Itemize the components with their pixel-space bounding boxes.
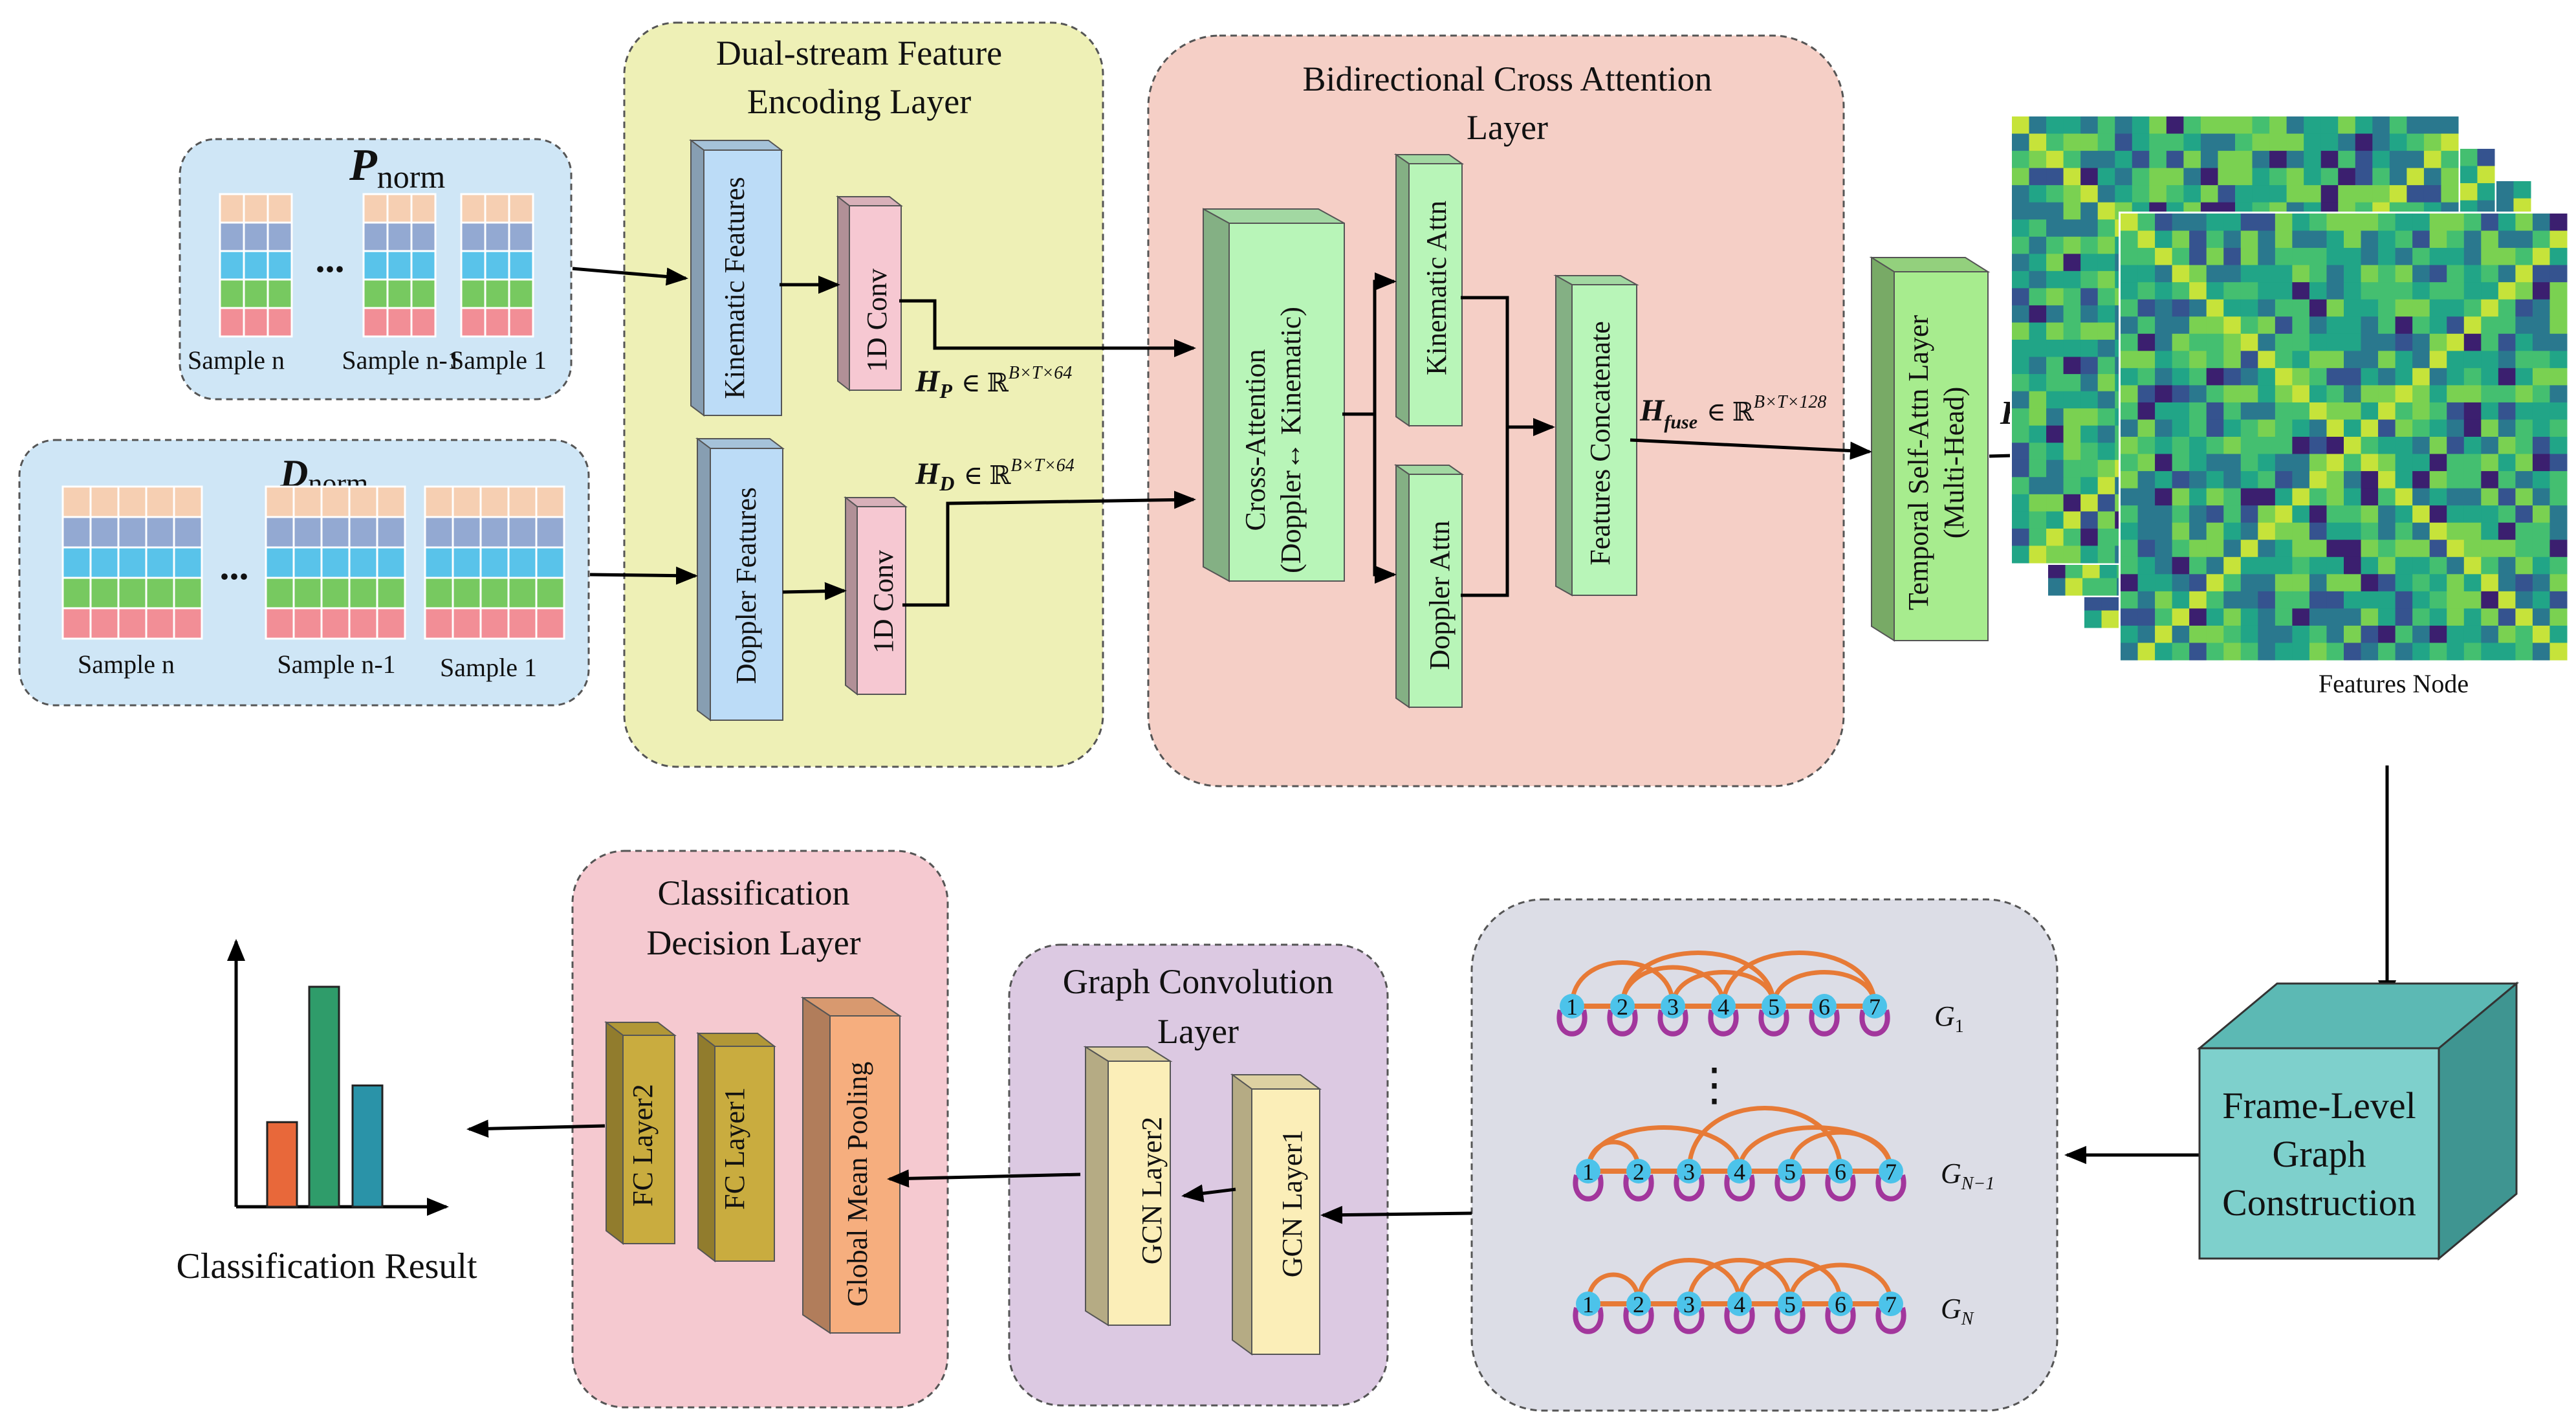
- kinematic-features-block: [689, 139, 783, 417]
- graph-construction-cube: [2196, 981, 2520, 1261]
- g1-label: G1: [1934, 1000, 1964, 1037]
- p-sample-1-grid: [460, 193, 534, 338]
- d-norm-sample-grids: [61, 485, 565, 640]
- gcn-layer-title-1: Graph Convolution: [1063, 962, 1333, 1001]
- result-bar: [308, 985, 340, 1208]
- result-bar: [351, 1084, 384, 1208]
- graph-construction-line3: Construction: [2222, 1182, 2416, 1224]
- encoding-layer-title-1: Dual-stream Feature: [716, 34, 1002, 72]
- result-bar: [266, 1121, 298, 1208]
- kinematic-attn-block: [1393, 153, 1465, 427]
- p-sample-n-grid: [219, 193, 293, 338]
- graph-node-label: 4: [1734, 1292, 1745, 1317]
- graph-node-label: 5: [1784, 1292, 1796, 1317]
- graph-node-label: 6: [1835, 1159, 1846, 1185]
- gcn-layer2-block: [1083, 1046, 1173, 1326]
- graph-node-label: 7: [1885, 1159, 1897, 1185]
- d-sample-1-grid: [424, 485, 565, 640]
- graph-node-label: 6: [1835, 1292, 1846, 1317]
- graph-node-label: 1: [1582, 1159, 1594, 1185]
- kinematic-features-label: Kinematic Features: [719, 177, 750, 399]
- hp-label: HP∈ ℝB×T×64: [915, 363, 1072, 402]
- graph-node-label: 3: [1667, 994, 1679, 1020]
- d-sample-n-grid: [61, 485, 203, 640]
- features-concatenate-label: Features Concatenate: [1584, 321, 1616, 566]
- conv-top-block: [836, 195, 903, 392]
- graph-construction-line1: Frame-Level: [2222, 1084, 2416, 1127]
- graph-g-n: 1 2 3 4 5 6 7: [1573, 1258, 1906, 1334]
- p-ellipsis: ...: [316, 237, 345, 280]
- classification-result-label: Classification Result: [176, 1246, 477, 1286]
- cross-attention-title-1: Bidirectional Cross Attention: [1303, 60, 1712, 98]
- conv-top-label: 1D Conv: [861, 269, 893, 372]
- conv-bottom-block: [844, 496, 908, 696]
- graph-node-label: 3: [1683, 1292, 1695, 1317]
- fc-layer2-label: FC Layer2: [627, 1084, 659, 1206]
- cross-attention-block: [1203, 208, 1345, 582]
- cross-attention-title-2: Layer: [1467, 108, 1548, 147]
- graph-node-label: 5: [1784, 1159, 1796, 1185]
- p-sample-n-1-grid: [362, 193, 437, 338]
- encoding-layer-title-2: Encoding Layer: [747, 82, 971, 121]
- kinematic-attn-label: Kinematic Attn: [1421, 201, 1452, 375]
- d-sample-n-1-grid: [265, 485, 406, 640]
- gcn-layer2-label: GCN Layer2: [1136, 1117, 1168, 1265]
- graph-panel: [1470, 898, 2058, 1412]
- graph-node-label: 5: [1768, 994, 1780, 1020]
- temporal-attn-label-1: Temporal Self-Attn Layer: [1903, 315, 1934, 611]
- d-ellipsis: ...: [220, 545, 249, 588]
- conv-bottom-label: 1D Conv: [868, 550, 899, 654]
- graph-node-label: 4: [1718, 994, 1729, 1020]
- p-sample-1-label: Sample 1: [450, 346, 547, 375]
- temporal-attn-label-2: (Multi-Head): [1938, 387, 1970, 539]
- d-sample-1-label: Sample 1: [440, 653, 537, 682]
- graph-node-label: 2: [1633, 1292, 1644, 1317]
- fc-layer1-block: [696, 1031, 776, 1263]
- doppler-attn-block: [1393, 464, 1465, 709]
- graph-ellipsis: ⋮: [1692, 1061, 1737, 1110]
- hd-label: HD∈ ℝB×T×64: [915, 456, 1075, 495]
- p-sample-n-1-label: Sample n-1: [342, 346, 460, 375]
- graph-construction-line2: Graph: [2273, 1133, 2366, 1175]
- cross-attention-label-1: Cross-Attention: [1239, 349, 1271, 531]
- temporal-attn-block: [1869, 256, 1991, 642]
- cross-attention-label-2: (Doppler↔ Kinematic): [1275, 307, 1307, 573]
- gcn-layer1-block: [1230, 1073, 1322, 1356]
- graph-node-label: 2: [1617, 994, 1628, 1020]
- classification-result-chart: [227, 939, 449, 1216]
- fc-layer1-label: FC Layer1: [719, 1087, 750, 1209]
- doppler-features-block: [695, 437, 785, 721]
- d-sample-n-1-label: Sample n-1: [277, 650, 395, 679]
- graph-node-label: 1: [1582, 1292, 1594, 1317]
- graph-node-label: 2: [1633, 1159, 1644, 1185]
- g-n-label: GN: [1941, 1293, 1974, 1329]
- graph-node-label: 7: [1869, 994, 1881, 1020]
- graph-node-label: 1: [1566, 994, 1578, 1020]
- gcn-layer1-label: GCN Layer1: [1276, 1130, 1308, 1278]
- global-mean-pooling-label: Global Mean Pooling: [842, 1062, 873, 1307]
- p-norm-sample-grids: [219, 193, 534, 338]
- gcn-layer-title-2: Layer: [1157, 1012, 1239, 1051]
- d-sample-n-label: Sample n: [78, 650, 175, 679]
- graph-node-label: 4: [1734, 1159, 1745, 1185]
- graph-node-label: 6: [1818, 994, 1830, 1020]
- g-n-1-label: GN−1: [1941, 1158, 1994, 1194]
- features-node-label: Features Node: [2319, 669, 2469, 698]
- hfuse-label: Hfuse∈ ℝB×T×128: [1639, 392, 1826, 433]
- p-norm-label: Pnorm: [349, 140, 445, 195]
- classification-title-2: Decision Layer: [646, 923, 860, 962]
- fc-layer2-block: [604, 1020, 677, 1246]
- doppler-features-label: Doppler Features: [730, 487, 762, 684]
- graph-g-n-1: 1 2 3 4 5 6 7: [1573, 1106, 1906, 1202]
- graph-g1: 1 2 3 4 5 6 7: [1556, 951, 1890, 1037]
- classification-title-1: Classification: [658, 874, 850, 912]
- graph-node-label: 7: [1885, 1292, 1897, 1317]
- doppler-attn-label: Doppler Attn: [1424, 521, 1456, 670]
- graph-node-label: 3: [1683, 1159, 1695, 1185]
- connectors: [466, 267, 2396, 1224]
- p-sample-n-label: Sample n: [188, 346, 285, 375]
- features-node-heatmaps: [2010, 115, 2569, 662]
